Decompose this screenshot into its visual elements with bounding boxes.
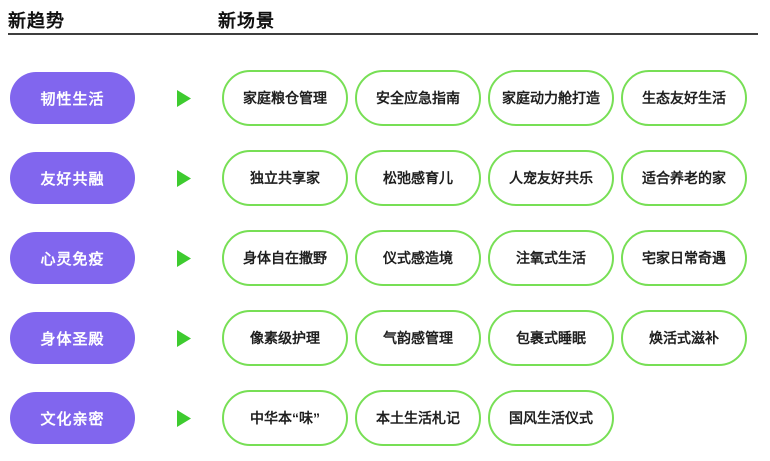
scene-pill: 家庭粮仓管理 <box>222 70 348 126</box>
scene-pill: 安全应急指南 <box>355 70 481 126</box>
right-arrow-icon <box>177 89 191 107</box>
scene-pill-group: 中华本“味”本土生活札记国风生活仪式 <box>222 390 614 446</box>
scene-pill-group: 像素级护理气韵感管理包裹式睡眠焕活式滋补 <box>222 310 747 366</box>
right-arrow-icon <box>177 409 191 427</box>
trend-pill: 韧性生活 <box>10 72 135 124</box>
scene-pill: 像素级护理 <box>222 310 348 366</box>
scene-pill: 焕活式滋补 <box>621 310 747 366</box>
trend-pill: 心灵免疫 <box>10 232 135 284</box>
trend-row: 心灵免疫 身体自在撒野仪式感造境注氧式生活宅家日常奇遇 <box>0 218 770 298</box>
scene-pill: 国风生活仪式 <box>488 390 614 446</box>
scene-pill: 仪式感造境 <box>355 230 481 286</box>
right-arrow-icon <box>177 249 191 267</box>
right-arrow-icon <box>177 169 191 187</box>
trend-row: 文化亲密 中华本“味”本土生活札记国风生活仪式 <box>0 378 770 458</box>
scene-pill: 人宠友好共乐 <box>488 150 614 206</box>
trend-row: 韧性生活 家庭粮仓管理安全应急指南家庭动力舱打造生态友好生活 <box>0 58 770 138</box>
scene-pill: 中华本“味” <box>222 390 348 446</box>
scene-pill: 生态友好生活 <box>621 70 747 126</box>
trend-pill: 身体圣殿 <box>10 312 135 364</box>
scene-pill: 适合养老的家 <box>621 150 747 206</box>
scene-pill-group: 身体自在撒野仪式感造境注氧式生活宅家日常奇遇 <box>222 230 747 286</box>
scene-pill: 宅家日常奇遇 <box>621 230 747 286</box>
right-arrow-icon <box>177 329 191 347</box>
scene-pill-group: 独立共享家松弛感育儿人宠友好共乐适合养老的家 <box>222 150 747 206</box>
scene-pill: 松弛感育儿 <box>355 150 481 206</box>
scene-pill: 本土生活札记 <box>355 390 481 446</box>
trend-row: 身体圣殿 像素级护理气韵感管理包裹式睡眠焕活式滋补 <box>0 298 770 378</box>
header-divider <box>8 33 758 35</box>
trend-pill: 友好共融 <box>10 152 135 204</box>
scene-column-title: 新场景 <box>218 11 275 31</box>
scene-pill: 身体自在撒野 <box>222 230 348 286</box>
scene-pill-group: 家庭粮仓管理安全应急指南家庭动力舱打造生态友好生活 <box>222 70 747 126</box>
scene-pill: 气韵感管理 <box>355 310 481 366</box>
trend-row: 友好共融 独立共享家松弛感育儿人宠友好共乐适合养老的家 <box>0 138 770 218</box>
trend-column-title: 新趋势 <box>8 11 65 31</box>
trend-rows: 韧性生活 家庭粮仓管理安全应急指南家庭动力舱打造生态友好生活友好共融 独立共享家松弛… <box>0 58 770 458</box>
trend-pill: 文化亲密 <box>10 392 135 444</box>
scene-pill: 家庭动力舱打造 <box>488 70 614 126</box>
scene-pill: 注氧式生活 <box>488 230 614 286</box>
scene-pill: 包裹式睡眠 <box>488 310 614 366</box>
scene-pill: 独立共享家 <box>222 150 348 206</box>
